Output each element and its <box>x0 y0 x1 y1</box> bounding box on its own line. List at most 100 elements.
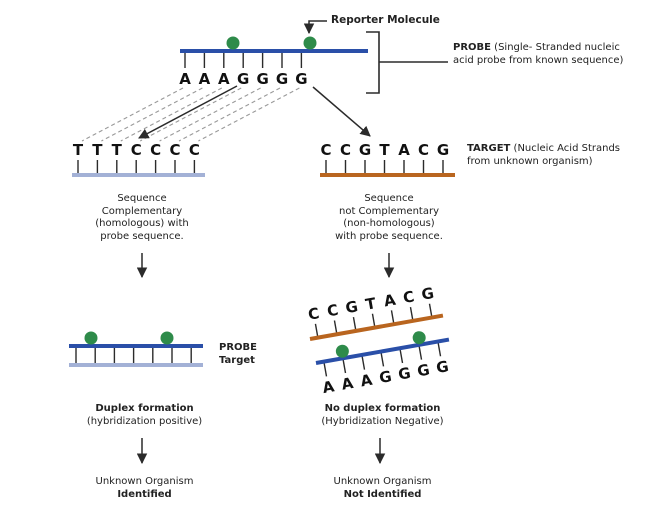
no-duplex-probe-tick <box>380 352 385 367</box>
no-duplex-probe-base: G <box>416 361 431 381</box>
probe-base: G <box>276 70 288 88</box>
homologous-caption: Sequence Complementary (homologous) with… <box>72 193 212 243</box>
arrow-to-unknown-target <box>312 86 371 137</box>
outcome-status: Identified <box>117 488 172 500</box>
no-duplex-target-base: A <box>382 291 397 311</box>
homologous-target-base: T <box>73 141 84 159</box>
complement-dash-line <box>198 87 300 142</box>
complement-dash-line <box>101 87 203 142</box>
no-duplex-probe-base: A <box>340 374 355 394</box>
duplex-outcome: Unknown Organism Identified <box>72 476 217 501</box>
outcome-text: Unknown Organism <box>333 476 432 487</box>
no-duplex-probe-tick <box>418 345 423 360</box>
no-duplex-target-base: G <box>344 297 359 317</box>
probe-base: A <box>218 70 230 88</box>
caption-line: with probe sequence. <box>335 230 443 242</box>
probe-base: A <box>199 70 211 88</box>
duplex-legend: PROBE Target <box>219 342 257 367</box>
unknown-target-base: C <box>340 141 351 159</box>
no-duplex-target-base: T <box>364 294 378 314</box>
probe-base: G <box>295 70 307 88</box>
result-subtitle: (hybridization positive) <box>86 415 203 427</box>
reporter-molecule-label: Reporter Molecule <box>331 14 440 26</box>
homologous-target-base: C <box>189 141 200 159</box>
probe-label-bold: PROBE <box>453 42 491 53</box>
no-duplex-probe-backbone <box>315 337 450 365</box>
unknown-target-base: C <box>320 141 331 159</box>
legend-probe: PROBE <box>219 342 257 353</box>
no-duplex-target-base: G <box>420 284 435 304</box>
no-duplex-probe-tick <box>323 362 328 377</box>
duplex-reporter-1 <box>84 331 98 345</box>
result-subtitle: (Hybridization Negative) <box>321 415 444 427</box>
duplex-reporter-2 <box>160 331 174 345</box>
no-duplex-probe-tick <box>399 349 404 364</box>
homologous-target-base: C <box>131 141 142 159</box>
no-duplex-probe-base: G <box>435 357 450 377</box>
no-duplex-probe-base: A <box>321 377 336 397</box>
no-duplex-outcome: Unknown Organism Not Identified <box>310 476 455 501</box>
complement-dash-lines <box>81 87 300 142</box>
homologous-target-base: C <box>150 141 161 159</box>
result-title: No duplex formation <box>324 403 441 414</box>
caption-line: (homologous) with <box>95 218 189 229</box>
legend-target: Target <box>219 354 255 366</box>
no-duplex-reporter-2 <box>412 331 426 345</box>
homologous-target-base: C <box>169 141 180 159</box>
target-label-rest: (Nucleic Acid Strands from unknown organ… <box>467 143 621 167</box>
reporter-pointer-arrow <box>303 20 327 35</box>
no-duplex-result: No duplex formation (Hybridization Negat… <box>310 403 455 428</box>
unknown-target-base: G <box>359 141 371 159</box>
probe-label-rest: (Single- Stranded nucleic acid probe fro… <box>453 42 624 66</box>
arrow-to-homologous-target <box>138 85 238 139</box>
unknown-target-base: G <box>437 141 449 159</box>
probe-bracket <box>366 31 448 94</box>
non-homologous-caption: Sequence not Complementary (non-homologo… <box>314 193 464 243</box>
no-duplex-probe-base: G <box>397 364 412 384</box>
no-duplex-probe-tick <box>437 342 442 357</box>
caption-line: not Complementary <box>339 205 439 217</box>
homologous-target-base: T <box>92 141 103 159</box>
no-duplex-target-base: C <box>307 304 321 324</box>
no-duplex-reporter-1 <box>335 344 349 358</box>
no-duplex-target-tick <box>352 316 357 331</box>
result-title: Duplex formation <box>95 403 194 414</box>
no-duplex-probe-tick <box>342 359 347 374</box>
probe-description: PROBE (Single- Stranded nucleic acid pro… <box>453 42 643 67</box>
no-duplex-target-tick <box>428 303 433 317</box>
complement-dash-line <box>139 87 242 142</box>
outcome-status: Not Identified <box>343 488 422 500</box>
no-duplex-target-base: C <box>402 287 416 307</box>
target-label-bold: TARGET <box>467 143 511 154</box>
caption-line: (non-homologous) <box>343 218 435 229</box>
probe-base: A <box>179 70 191 88</box>
no-duplex-target-tick <box>390 310 395 324</box>
no-duplex-probe-tick <box>361 355 366 370</box>
complement-dash-line <box>178 87 281 142</box>
no-duplex-target-tick <box>371 313 376 327</box>
reporter-molecule-1 <box>226 36 240 50</box>
reporter-molecule-2 <box>303 36 317 50</box>
caption-line: Sequence <box>117 193 167 204</box>
probe-base: G <box>256 70 268 88</box>
target-description: TARGET (Nucleic Acid Strands from unknow… <box>467 143 637 168</box>
probe-base: G <box>237 70 249 88</box>
no-duplex-target-backbone <box>309 313 444 341</box>
unknown-target-base: C <box>418 141 429 159</box>
duplex <box>69 331 203 367</box>
caption-line: Sequence <box>364 193 414 204</box>
no-duplex-probe-base: A <box>359 371 374 391</box>
caption-line: Complementary <box>101 205 183 217</box>
no-duplex-target-tick <box>409 306 414 320</box>
no-duplex-target-tick <box>333 320 338 334</box>
caption-line: probe sequence. <box>100 230 184 242</box>
unknown-target-base: A <box>398 141 410 159</box>
no-duplex-target-tick <box>314 323 319 337</box>
unknown-target-base: T <box>379 141 390 159</box>
complement-dash-line <box>81 87 184 142</box>
